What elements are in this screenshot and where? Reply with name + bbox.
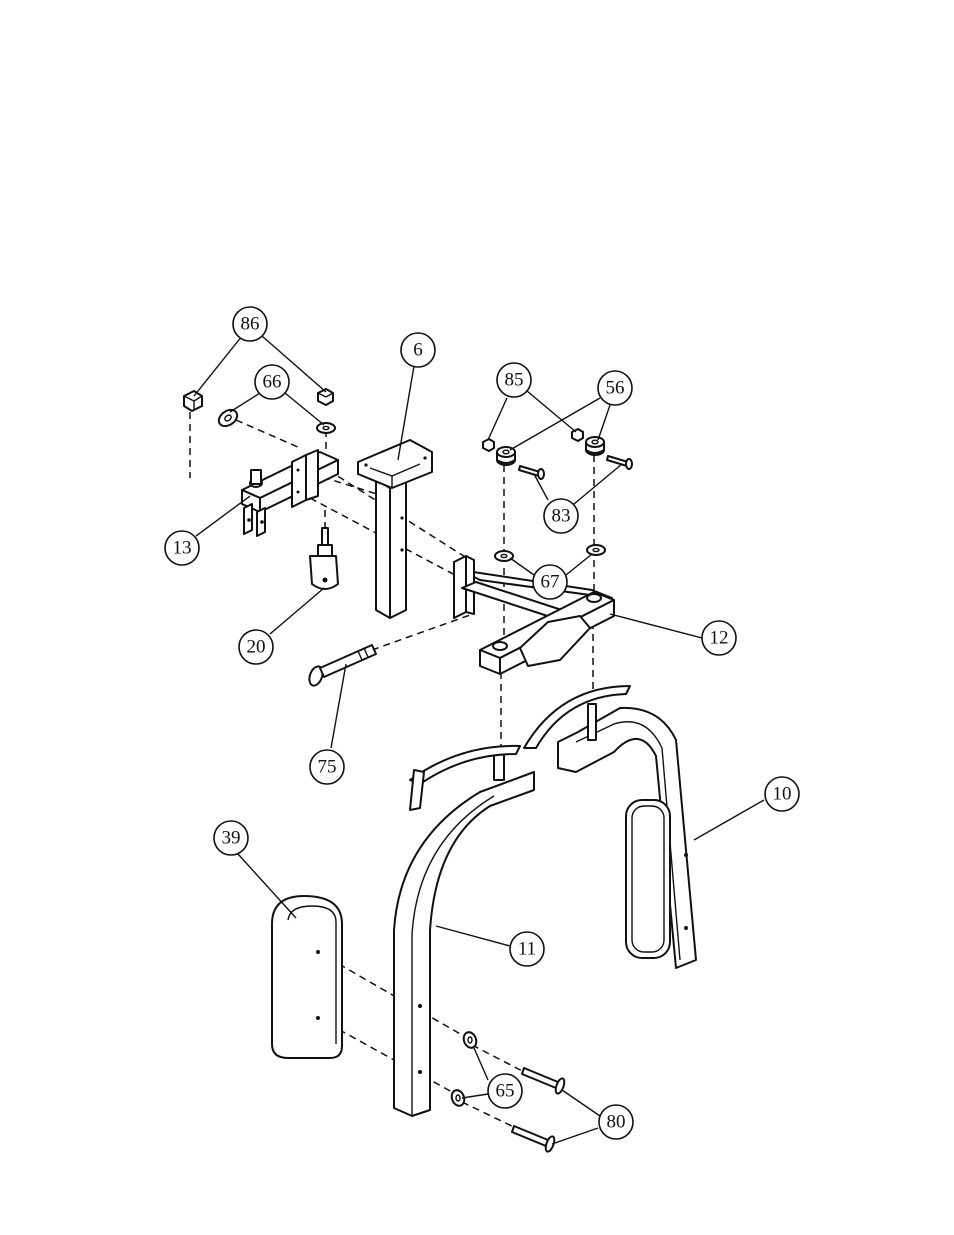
callout-80-label: 80 [607,1112,626,1133]
callout-6: 6 [401,333,435,367]
pad-part-39 [272,896,342,1058]
callout-20-label: 20 [247,637,266,658]
callout-66-label: 66 [263,372,282,393]
bolt-part-75 [307,645,376,687]
callout-20: 20 [239,630,273,664]
callout-85: 85 [497,363,531,397]
callout-56: 56 [598,371,632,405]
callout-86: 86 [233,307,267,341]
screw-part-83 [519,456,632,479]
callout-11: 11 [510,932,544,966]
arm-part-10 [524,686,696,968]
callout-6-label: 6 [413,340,423,361]
callout-65: 65 [488,1074,522,1108]
callout-10: 10 [765,777,799,811]
callout-85-label: 85 [505,370,524,391]
callout-67: 67 [533,565,567,599]
bolt-part-80 [512,1068,566,1153]
arm-part-11 [394,746,534,1116]
callout-12: 12 [702,621,736,655]
callout-75: 75 [310,750,344,784]
callout-11-label: 11 [518,939,536,960]
cable-end-part-20 [310,528,338,589]
callout-13-label: 13 [173,538,192,559]
frame-part-12 [454,556,614,674]
bushing-part-56 [497,437,604,465]
pivot-bracket-part-13 [242,450,338,536]
callout-39: 39 [214,821,248,855]
callout-39-label: 39 [222,828,241,849]
callout-75-label: 75 [318,757,337,778]
callout-13: 13 [165,531,199,565]
nut-part-85 [483,429,583,451]
callout-83: 83 [544,499,578,533]
callout-67-label: 67 [541,572,560,593]
callout-80: 80 [599,1105,633,1139]
callout-65-label: 65 [496,1081,515,1102]
callout-12-label: 12 [710,628,729,649]
callout-83-label: 83 [552,506,571,527]
callout-10-label: 10 [773,784,792,805]
callout-86-label: 86 [241,314,260,335]
callout-56-label: 56 [606,378,625,399]
callout-66: 66 [255,365,289,399]
